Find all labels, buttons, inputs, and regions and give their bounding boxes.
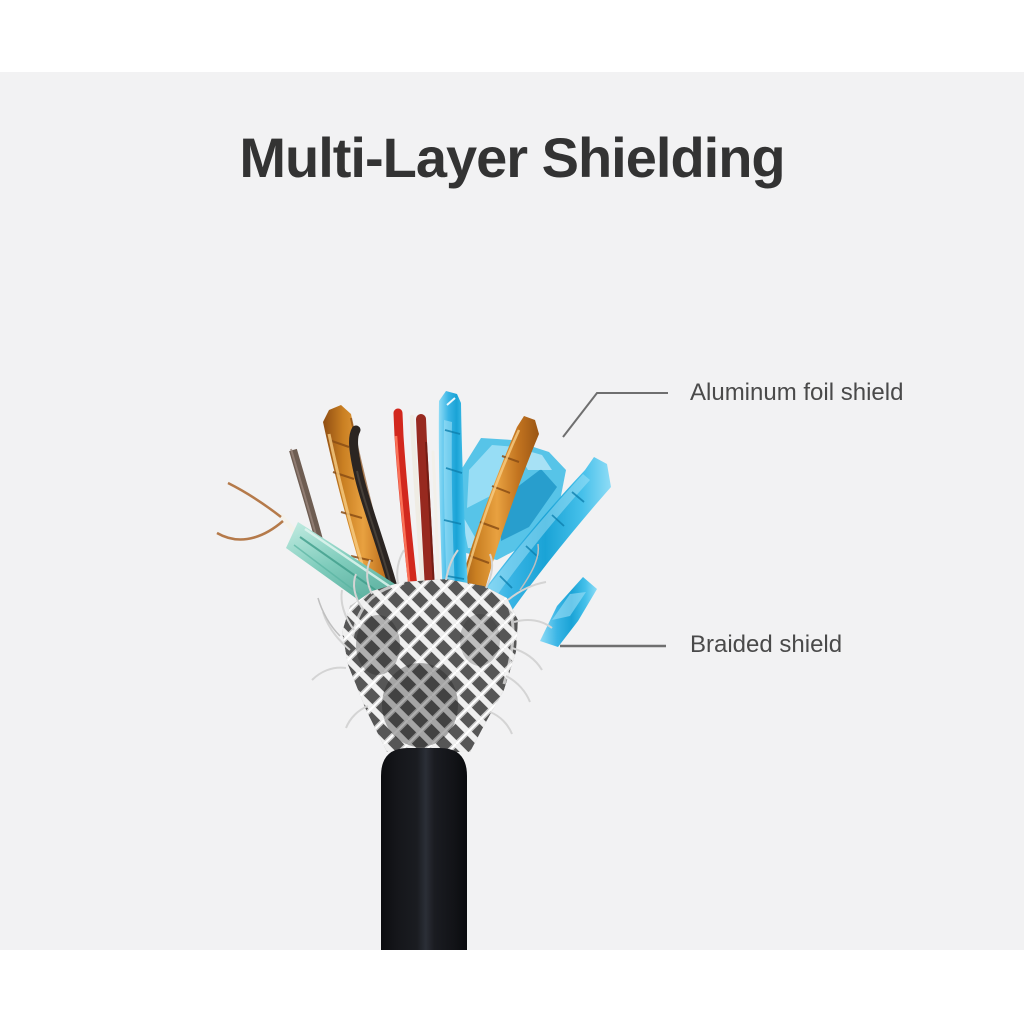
copper-strands (216, 481, 284, 541)
cable-jacket (381, 748, 467, 950)
leader-line-aluminum-foil (562, 392, 668, 438)
page-title: Multi-Layer Shielding (239, 126, 785, 189)
copper-foil-strip-right (455, 416, 539, 612)
drain-wire-brown (289, 448, 323, 542)
aluminum-foil-strip-right (465, 457, 611, 629)
aluminum-foil-nub (540, 577, 597, 647)
label-braided-shield: Braided shield (690, 631, 843, 658)
braid-wisps (311, 543, 553, 735)
label-aluminum-foil-shield: Aluminum foil shield (690, 379, 904, 406)
